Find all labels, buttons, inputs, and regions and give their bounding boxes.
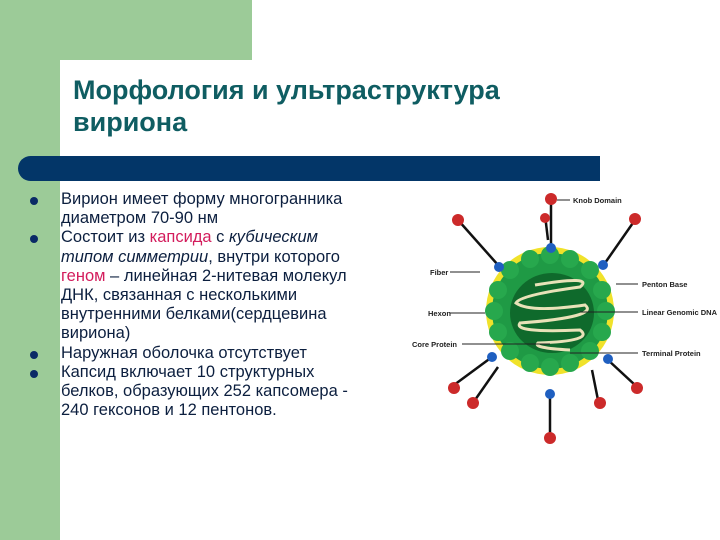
title-divider-bar	[18, 156, 600, 181]
bullet-text: вириона)	[61, 324, 131, 343]
bullet-item-capsid-proteins: Капсид включает 10 структурных белков, о…	[30, 363, 410, 421]
virion-diagram: Knob Domain Fiber Penton Base Hexon Line…	[412, 185, 720, 470]
bullet-item-envelope: Наружная оболочка отсутствует	[30, 344, 410, 363]
highlight-capsid: капсида	[149, 228, 212, 247]
bullet-text: диаметром 70-90 нм	[61, 209, 219, 228]
label-knob-domain: Knob Domain	[573, 196, 622, 205]
bullet-dot-icon	[30, 350, 38, 359]
adenovirus-illustration	[448, 193, 643, 444]
label-core-protein: Core Protein	[412, 340, 458, 349]
knob-domain-icon	[448, 193, 643, 444]
bullet-list: Вирион имеет форму многогранника диаметр…	[30, 190, 410, 420]
fiber-lines	[453, 200, 637, 435]
bullet-text: белков, образующих 252 капсомера -	[61, 382, 348, 401]
bullet-text: ДНК, связанная с несколькими	[61, 286, 298, 305]
bullet-dot-icon	[30, 197, 38, 205]
bullet-text: Вирион имеет форму многогранника	[61, 190, 343, 208]
bullet-text: Состоит из капсида с кубическим	[61, 228, 318, 247]
label-hexon: Hexon	[428, 309, 451, 318]
penton-base-icon	[487, 243, 613, 399]
label-leaders	[450, 199, 638, 354]
sidebar-green-panel	[0, 0, 60, 540]
bullet-dot-icon	[30, 235, 38, 244]
bullet-item-shape: Вирион имеет форму многогранника диаметр…	[30, 190, 410, 228]
bullet-text: 240 гексонов и 12 пентонов.	[61, 401, 277, 420]
highlight-genome: геном	[61, 266, 106, 285]
bullet-text: Наружная оболочка отсутствует	[61, 343, 307, 362]
label-penton-base: Penton Base	[642, 280, 688, 289]
bullet-text: внутренними белками(сердцевина	[61, 305, 327, 324]
slide-title: Морфология и ультраструктура вириона	[73, 74, 613, 138]
bullet-text: геном – линейная 2-нитевая молекул	[61, 266, 347, 285]
title-line-1: Морфология и ультраструктура	[73, 75, 500, 105]
bullet-item-composition: Состоит из капсида с кубическим типом си…	[30, 228, 410, 343]
label-linear-genomic-dna: Linear Genomic DNA	[642, 308, 718, 317]
label-terminal-protein: Terminal Protein	[642, 349, 701, 358]
core	[510, 273, 594, 353]
bullet-dot-icon	[30, 369, 38, 378]
bullet-text: типом симметрии, внутри которого	[61, 247, 340, 266]
title-line-2: вириона	[73, 107, 188, 137]
linear-dna	[514, 278, 589, 352]
bullet-text: Капсид включает 10 структурных	[61, 362, 315, 381]
label-fiber: Fiber	[430, 268, 449, 277]
top-green-block	[0, 0, 252, 60]
